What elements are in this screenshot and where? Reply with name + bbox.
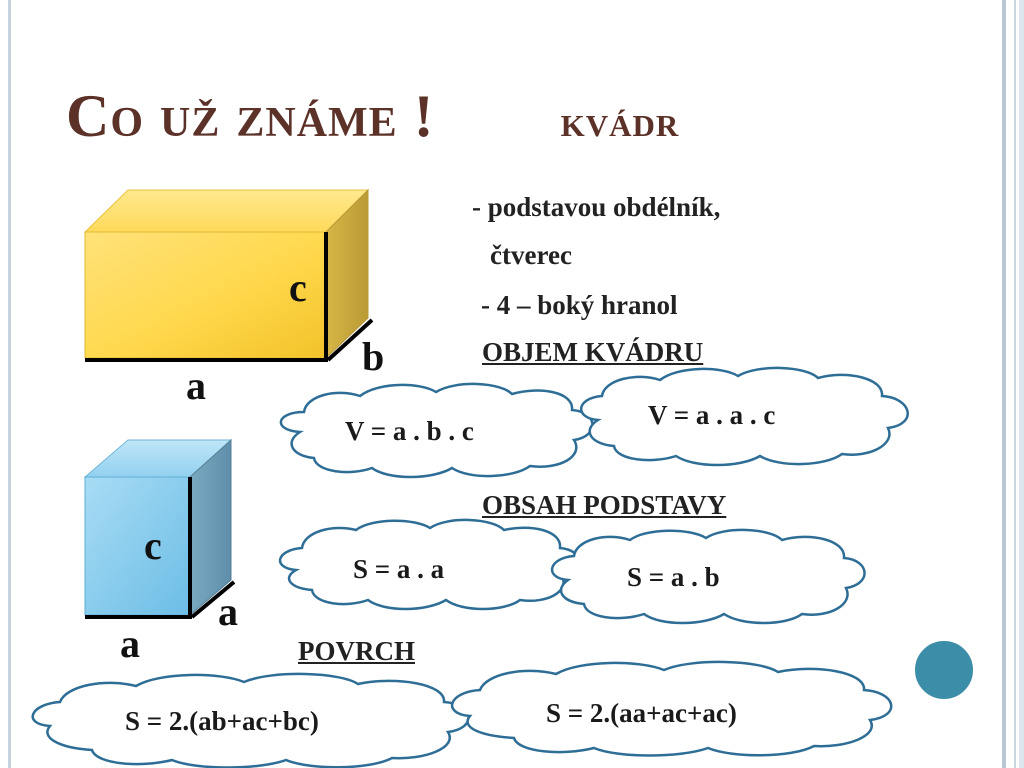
- cloud-base-rect: [550, 528, 866, 625]
- box-label-a: a: [186, 363, 206, 408]
- cube-label-a-bottom: a: [120, 621, 140, 666]
- cube-illustration: [83, 438, 236, 619]
- formula-volume-cube: V = a . a . c: [648, 400, 776, 430]
- title-sub: kvádr: [560, 97, 680, 146]
- cube-label-c: c: [144, 523, 162, 568]
- formula-base-square: S = a . a: [353, 554, 445, 584]
- formula-volume-box: V = a . b . c: [345, 416, 474, 446]
- box-label-c: c: [289, 265, 307, 310]
- box-illustration: [83, 188, 374, 362]
- decorative-circle: [912, 638, 976, 702]
- formula-base-rect: S = a . b: [627, 562, 720, 592]
- cloud-surface-cube: [450, 660, 893, 757]
- cube-label-a-side: a: [218, 589, 238, 634]
- right-border-stripe: [1002, 0, 1006, 768]
- title-main: Co už známe !: [66, 83, 435, 149]
- slide-title: Co už známe ! kvádr: [66, 82, 679, 151]
- box-edge-b: [326, 318, 374, 362]
- property-line-1: - podstavou obdélník,: [472, 192, 721, 222]
- property-line-2: čtverec: [490, 240, 572, 270]
- heading-base-area: OBSAH PODSTAVY: [482, 490, 727, 520]
- right-border-stripe-thin: [1014, 0, 1016, 768]
- cloud-volume-cube: [579, 366, 909, 467]
- heading-volume: OBJEM KVÁDRU: [482, 337, 704, 367]
- formula-surface-box: S = 2.(ab+ac+bc): [125, 706, 319, 736]
- right-border-stripe-edge: [1019, 0, 1024, 768]
- property-line-3: - 4 – boký hranol: [481, 290, 678, 320]
- left-border-stripe: [8, 0, 11, 768]
- formula-surface-cube: S = 2.(aa+ac+ac): [546, 698, 737, 728]
- cube-edge-a-side: [190, 580, 236, 619]
- heading-surface: POVRCH: [298, 636, 415, 666]
- box-label-b: b: [362, 334, 385, 379]
